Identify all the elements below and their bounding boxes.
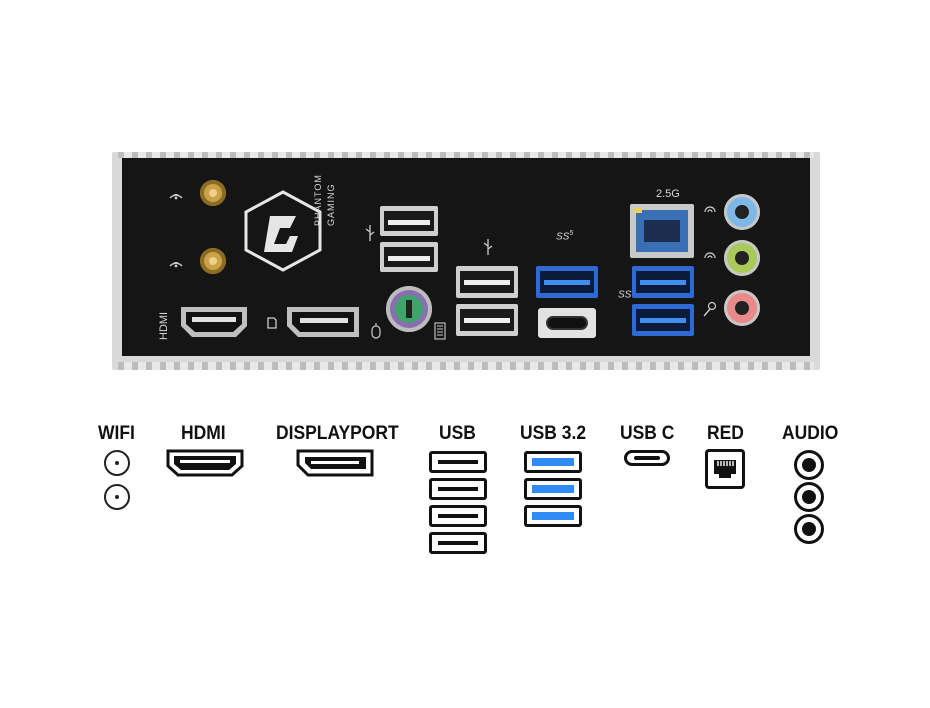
- legend-usbc-icon: [624, 450, 670, 466]
- legend-heading-usb: USB: [439, 423, 476, 444]
- usb-icon: [483, 239, 493, 255]
- ss-mark: SS: [618, 289, 632, 301]
- usb32-port: [632, 304, 694, 336]
- wifi-antenna-top: [200, 180, 226, 206]
- legend-usb-icon: [429, 478, 487, 500]
- line-in-icon: [704, 206, 716, 213]
- legend-wifi-icon: [104, 450, 130, 476]
- hdmi-port: [181, 307, 247, 337]
- mouse-icon: [371, 323, 381, 339]
- lan-port: [630, 204, 694, 258]
- usb32-port: [632, 266, 694, 298]
- audio-jack-line-out: [724, 240, 760, 276]
- hdmi-shield-label: HDMI: [158, 311, 170, 340]
- legend-usb-icon: [429, 451, 487, 473]
- usb-port: [380, 206, 438, 236]
- audio-jack-line-in: [724, 194, 760, 230]
- legend-heading-usbc: USB C: [620, 423, 675, 444]
- legend-hdmi-icon: [166, 449, 244, 477]
- ss-gen: 5: [569, 230, 574, 237]
- wifi-icon: [169, 262, 183, 268]
- legend-heading-wifi: WIFI: [98, 423, 135, 444]
- usb-port: [380, 242, 438, 272]
- displayport-port: [287, 307, 359, 337]
- lan-speed-label: 2.5G: [656, 188, 680, 200]
- displayport-icon: [267, 317, 277, 329]
- legend-displayport-icon: [296, 449, 374, 477]
- legend-audio-icon: [794, 482, 824, 512]
- line-out-icon: [704, 252, 716, 259]
- legend-audio-icon: [794, 450, 824, 480]
- legend-usb-icon: [429, 505, 487, 527]
- legend-wifi-icon: [104, 484, 130, 510]
- microphone-icon: [703, 301, 717, 317]
- superspeed-label: SS5: [556, 230, 573, 242]
- usb-port: [456, 266, 518, 298]
- legend-usb32-icon: [524, 505, 582, 527]
- legend-usb32-icon: [524, 451, 582, 473]
- usb-c-port: [538, 308, 596, 338]
- legend-heading-audio: AUDIO: [782, 423, 839, 444]
- legend-audio-icon: [794, 514, 824, 544]
- keyboard-icon: [434, 322, 446, 340]
- brand-text-phantom: PHANTOM: [313, 174, 323, 226]
- wifi-icon: [169, 194, 183, 200]
- legend-heading-red: RED: [707, 423, 744, 444]
- phantom-gaming-logo: [244, 190, 322, 272]
- usb-icon: [365, 225, 375, 241]
- ss-mark: SS: [556, 231, 570, 243]
- legend-usb-icon: [429, 532, 487, 554]
- legend-heading-hdmi: HDMI: [181, 423, 226, 444]
- brand-text-gaming: GAMING: [326, 183, 336, 226]
- audio-jack-mic: [724, 290, 760, 326]
- legend-heading-usb32: USB 3.2: [520, 423, 587, 444]
- legend-usb32-icon: [524, 478, 582, 500]
- usb-port: [456, 304, 518, 336]
- legend-ethernet-icon: [705, 449, 745, 489]
- usb32-port: [536, 266, 598, 298]
- wifi-antenna-bottom: [200, 248, 226, 274]
- ps2-port: [386, 286, 432, 332]
- legend-heading-displayport: DISPLAYPORT: [276, 423, 399, 444]
